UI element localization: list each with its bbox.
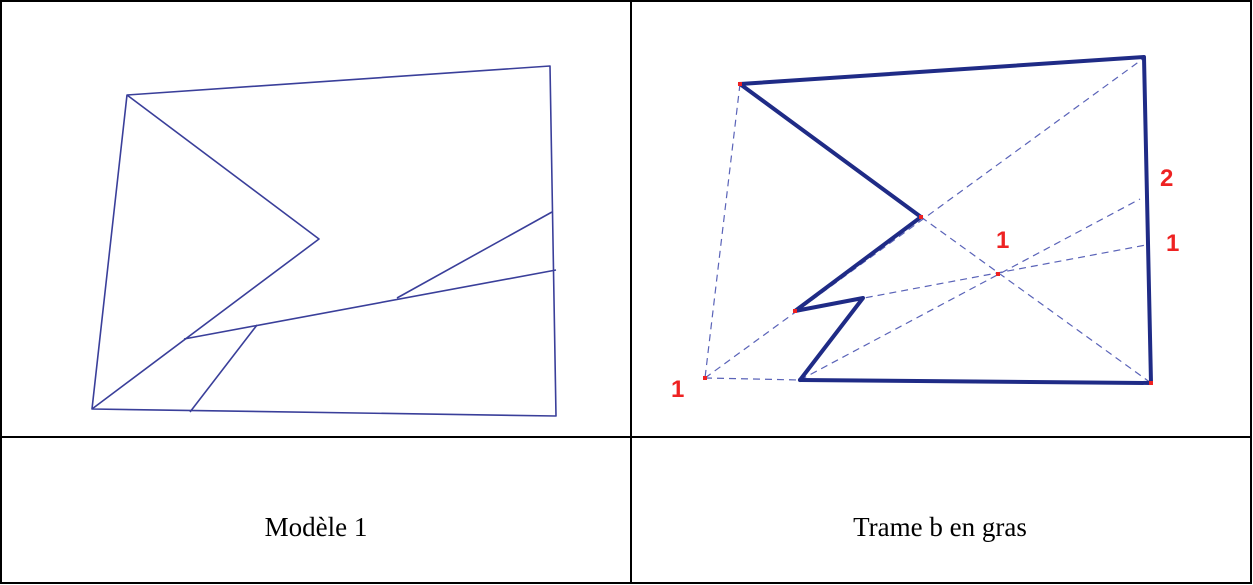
label-center: 1 xyxy=(996,227,1009,254)
model-1-line-b xyxy=(396,211,553,299)
trame-b-bold-lines xyxy=(738,55,1153,385)
bold-top-and-right-edge xyxy=(738,55,1153,385)
vertex-marker xyxy=(1149,381,1153,385)
label-right-lower: 1 xyxy=(1166,230,1179,257)
construction-dashed-lines xyxy=(704,57,1152,384)
dashed-diagonal-1 xyxy=(704,57,1145,379)
label-right-upper: 2 xyxy=(1160,165,1173,192)
vertex-marker xyxy=(793,309,797,313)
vertex-marker xyxy=(919,215,923,219)
dashed-left-edge xyxy=(704,83,741,379)
label-bottom-left: 1 xyxy=(671,376,684,403)
model-1-outer-quad xyxy=(91,65,557,417)
vertex-marker xyxy=(703,376,707,380)
model-1-inner-chevron xyxy=(91,94,320,410)
trame-b-figure: 1 1 2 1 xyxy=(671,55,1179,403)
caption-model-1: Modèle 1 xyxy=(264,512,368,542)
model-1-figure xyxy=(91,65,557,417)
vertex-marker xyxy=(996,272,1000,276)
dashed-diagonal-2 xyxy=(920,216,1152,384)
model-1-line-a xyxy=(183,269,557,340)
dashed-diagonal-4 xyxy=(799,198,1141,381)
dashed-bottom-left xyxy=(704,377,801,381)
vertex-marker xyxy=(738,82,742,86)
model-1-line-c xyxy=(189,324,258,413)
vertex-markers xyxy=(703,82,1153,385)
caption-trame-b: Trame b en gras xyxy=(853,512,1027,542)
bold-zigzag xyxy=(738,82,923,382)
red-labels: 1 1 2 1 xyxy=(671,165,1179,403)
